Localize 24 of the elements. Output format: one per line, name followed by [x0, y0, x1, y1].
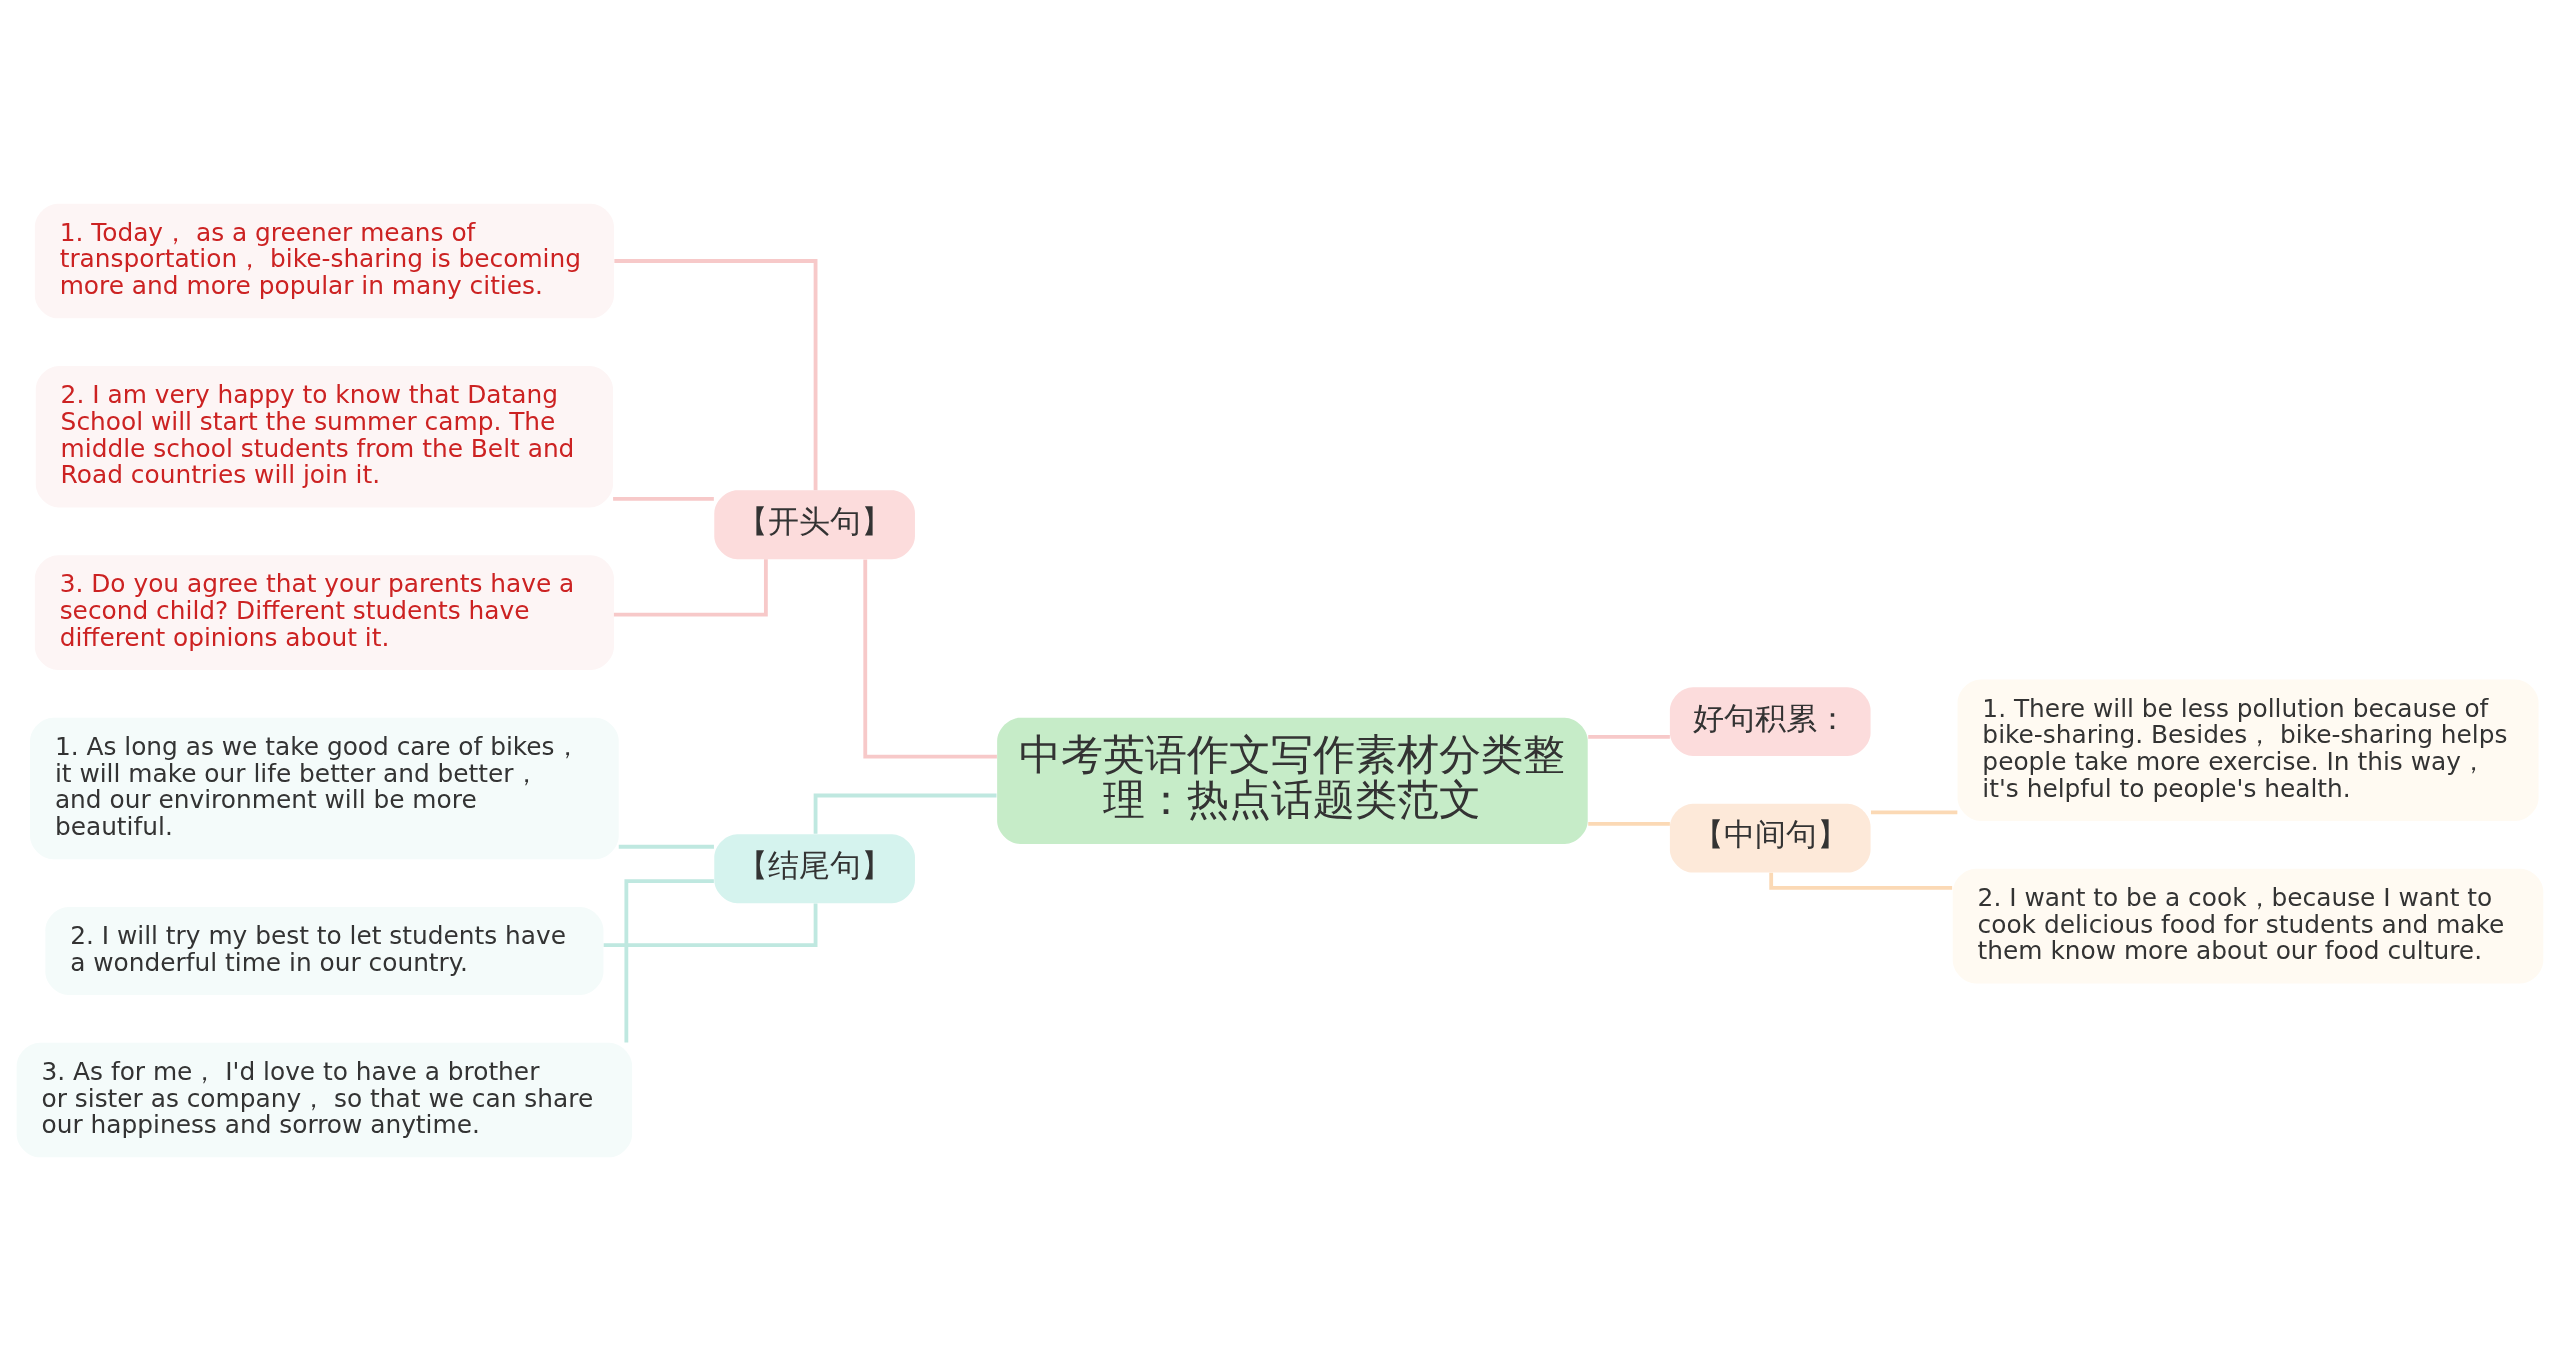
node-box: 1. Today， as a greener means of transportation， bike-sharing is becoming more and more popular in many cities. — [34, 203, 614, 319]
node-box: 【中间句】 — [1669, 803, 1871, 873]
connector — [603, 903, 818, 948]
connector — [1871, 810, 1958, 815]
node-box: 中考英语作文写作素材分类整理：热点话题类范文 — [997, 717, 1588, 844]
connector — [613, 497, 714, 501]
connector — [1769, 872, 1953, 890]
node-box: 2. I am very happy to know that Datang School will start the summer camp. The middle school students from the Belt and Road countries will join it. — [35, 366, 613, 508]
node-box: 3. As for me， I'd love to have a brother or sister as company， so that we can share our happiness and sorrow anytime. — [16, 1042, 633, 1158]
connector — [613, 559, 768, 617]
node-box: 1. There will be less pollution because of bike-sharing. Besides， bike-sharing helps people take more exercise. In this way， it's helpful to people's health. — [1957, 679, 2539, 821]
connector — [624, 879, 714, 1043]
node-box: 3. Do you agree that your parents have a second child? Different students have different opinions about it. — [34, 555, 614, 670]
connector — [1588, 734, 1670, 739]
node-box: 1. As long as we take good care of bikes， it will make our life better and better， and our environment will be more beautiful. — [30, 717, 619, 860]
node-box: 好句积累： — [1669, 687, 1871, 756]
connector — [863, 559, 997, 759]
node-box: 2. I want to be a cook，because I want to cook delicious food for students and make them know more about our food culture. — [1952, 868, 2544, 984]
connector — [1588, 821, 1670, 826]
node-box: 【开头句】 — [714, 490, 915, 560]
node-box: 2. I will try my best to let students have a wonderful time in our country. — [45, 907, 604, 995]
node-box: 【结尾句】 — [714, 834, 915, 904]
connector — [614, 259, 818, 491]
connector — [618, 844, 714, 849]
